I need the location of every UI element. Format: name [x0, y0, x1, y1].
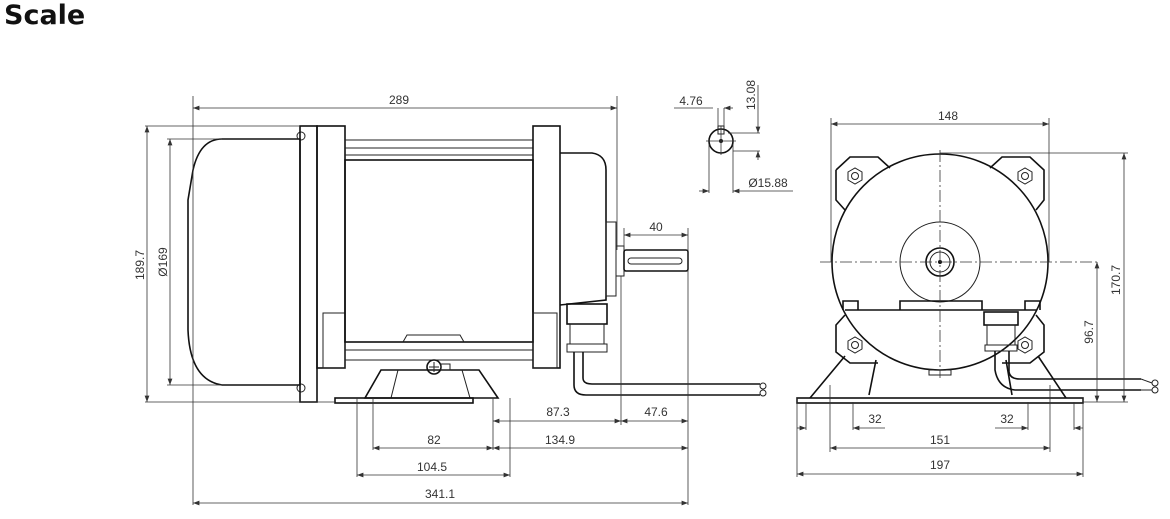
side-view: 289 189.7 Ø169 40 87.3 47.6 82 [133, 93, 767, 506]
nut-icon [847, 336, 863, 354]
dim-15-88-label: Ø15.88 [748, 176, 788, 190]
front-end-plate [532, 125, 561, 369]
front-cap [559, 152, 607, 306]
dim-289-label: 289 [389, 93, 409, 107]
shaft-detail: 4.76 13.08 Ø15.88 [674, 80, 793, 194]
dim-169-label: Ø169 [156, 247, 170, 277]
shaft-boss [615, 245, 625, 277]
junction-box [566, 303, 608, 325]
dim-170-7-label: 170.7 [1109, 265, 1123, 295]
mounting-flange [835, 156, 1045, 211]
dim-341-1-label: 341.1 [425, 487, 455, 501]
keyway [627, 257, 683, 265]
dim-82-label: 82 [427, 433, 441, 447]
nut-icon [847, 167, 863, 185]
dim-134-9-label: 134.9 [545, 433, 575, 447]
dim-197-label: 197 [930, 458, 950, 472]
dim-87-3-label: 87.3 [546, 405, 570, 419]
dim-148-label: 148 [938, 109, 958, 123]
screw-icon [296, 383, 306, 393]
screw-icon [296, 131, 306, 141]
shaft [623, 249, 689, 272]
dim-189-7-label: 189.7 [133, 250, 147, 280]
dim-32-left-label: 32 [868, 412, 882, 426]
dim-47-6-label: 47.6 [644, 405, 668, 419]
dim-4-76-label: 4.76 [679, 94, 703, 108]
dim-96-7-label: 96.7 [1082, 320, 1096, 344]
dim-104-5-label: 104.5 [417, 460, 447, 474]
dim-32-right-label: 32 [1000, 412, 1014, 426]
dim-151-label: 151 [930, 433, 950, 447]
junction-box [983, 311, 1019, 326]
rear-flange [299, 125, 318, 403]
rear-end-plate [316, 125, 346, 369]
page-title: Scale [4, 0, 86, 31]
nut-icon [1017, 167, 1033, 185]
front-view: 148 170.7 96.7 32 32 151 197 [796, 109, 1159, 477]
cable [994, 351, 1141, 391]
motor-body [344, 159, 534, 343]
nut-icon [1017, 336, 1033, 354]
base-foot [809, 355, 1067, 399]
fan-cover [187, 138, 301, 386]
cable [573, 352, 760, 396]
dim-13-08-label: 13.08 [744, 80, 758, 110]
dim-40-label: 40 [649, 220, 663, 234]
